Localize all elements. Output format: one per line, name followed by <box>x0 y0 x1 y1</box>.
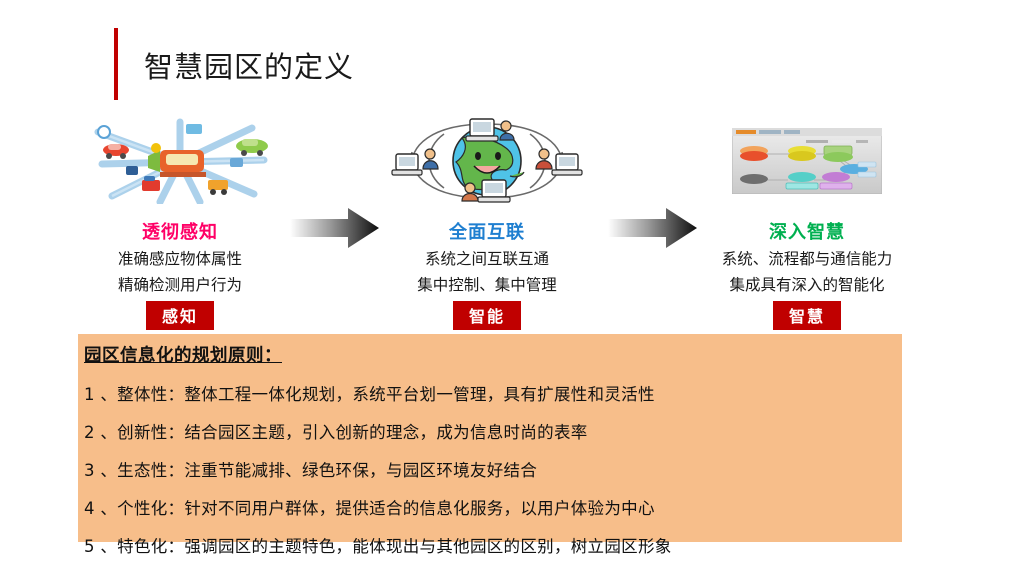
status-badge-intelligence: 智慧 <box>772 300 841 330</box>
stage-heading: 全面互联 <box>449 222 525 243</box>
list-item: 4 、个性化：针对不同用户群体，提供适合的信息化服务，以用户体验为中心 <box>84 499 655 518</box>
stage-column-intelligence: 深入智慧 系统、流程都与通信能力 集成具有深入的智能化 智慧 <box>672 118 942 330</box>
stage-heading: 透彻感知 <box>142 222 218 243</box>
list-item: 3 、生态性：注重节能减排、绿色环保，与园区环境友好结合 <box>84 461 538 480</box>
radial-network-vehicles-icon <box>60 118 300 204</box>
stage-desc-line1: 系统之间互联互通 <box>424 250 549 268</box>
stage-column-perception: 透彻感知 准确感应物体属性 精确检测用户行为 感知 <box>60 118 300 330</box>
stage-heading: 深入智慧 <box>769 222 845 243</box>
list-item: 5 、特色化：强调园区的主题特色，能体现出与其他园区的区别，树立园区形象 <box>84 537 672 556</box>
software-topology-screenshot-icon <box>672 118 942 204</box>
principles-panel-title: 园区信息化的规划原则： <box>84 346 282 366</box>
stage-column-connectivity: 全面互联 系统之间互联互通 集中控制、集中管理 智能 <box>362 118 612 330</box>
list-item: 2 、创新性：结合园区主题，引入创新的理念，成为信息时尚的表率 <box>84 423 588 442</box>
stage-desc-line1: 系统、流程都与通信能力 <box>721 250 893 268</box>
title-accent-bar <box>114 28 118 100</box>
principles-list: 1 、整体性：整体工程一体化规划，系统平台划一管理，具有扩展性和灵活性 2 、创… <box>78 381 902 557</box>
page-title: 智慧园区的定义 <box>144 50 355 84</box>
right-arrow-gradient-icon <box>290 206 380 250</box>
status-badge-connectivity: 智能 <box>452 300 521 330</box>
right-arrow-gradient-icon <box>608 206 698 250</box>
stage-desc-line1: 准确感应物体属性 <box>117 250 242 268</box>
principles-panel: 园区信息化的规划原则： 1 、整体性：整体工程一体化规划，系统平台划一管理，具有… <box>78 334 902 556</box>
globe-computers-network-icon <box>362 118 612 204</box>
list-item: 1 、整体性：整体工程一体化规划，系统平台划一管理，具有扩展性和灵活性 <box>84 385 655 404</box>
stage-desc-line2: 集中控制、集中管理 <box>417 276 557 295</box>
status-badge-perception: 感知 <box>145 300 214 330</box>
stage-desc-line2: 精确检测用户行为 <box>117 276 242 295</box>
stage-desc-line2: 集成具有深入的智能化 <box>729 276 885 295</box>
